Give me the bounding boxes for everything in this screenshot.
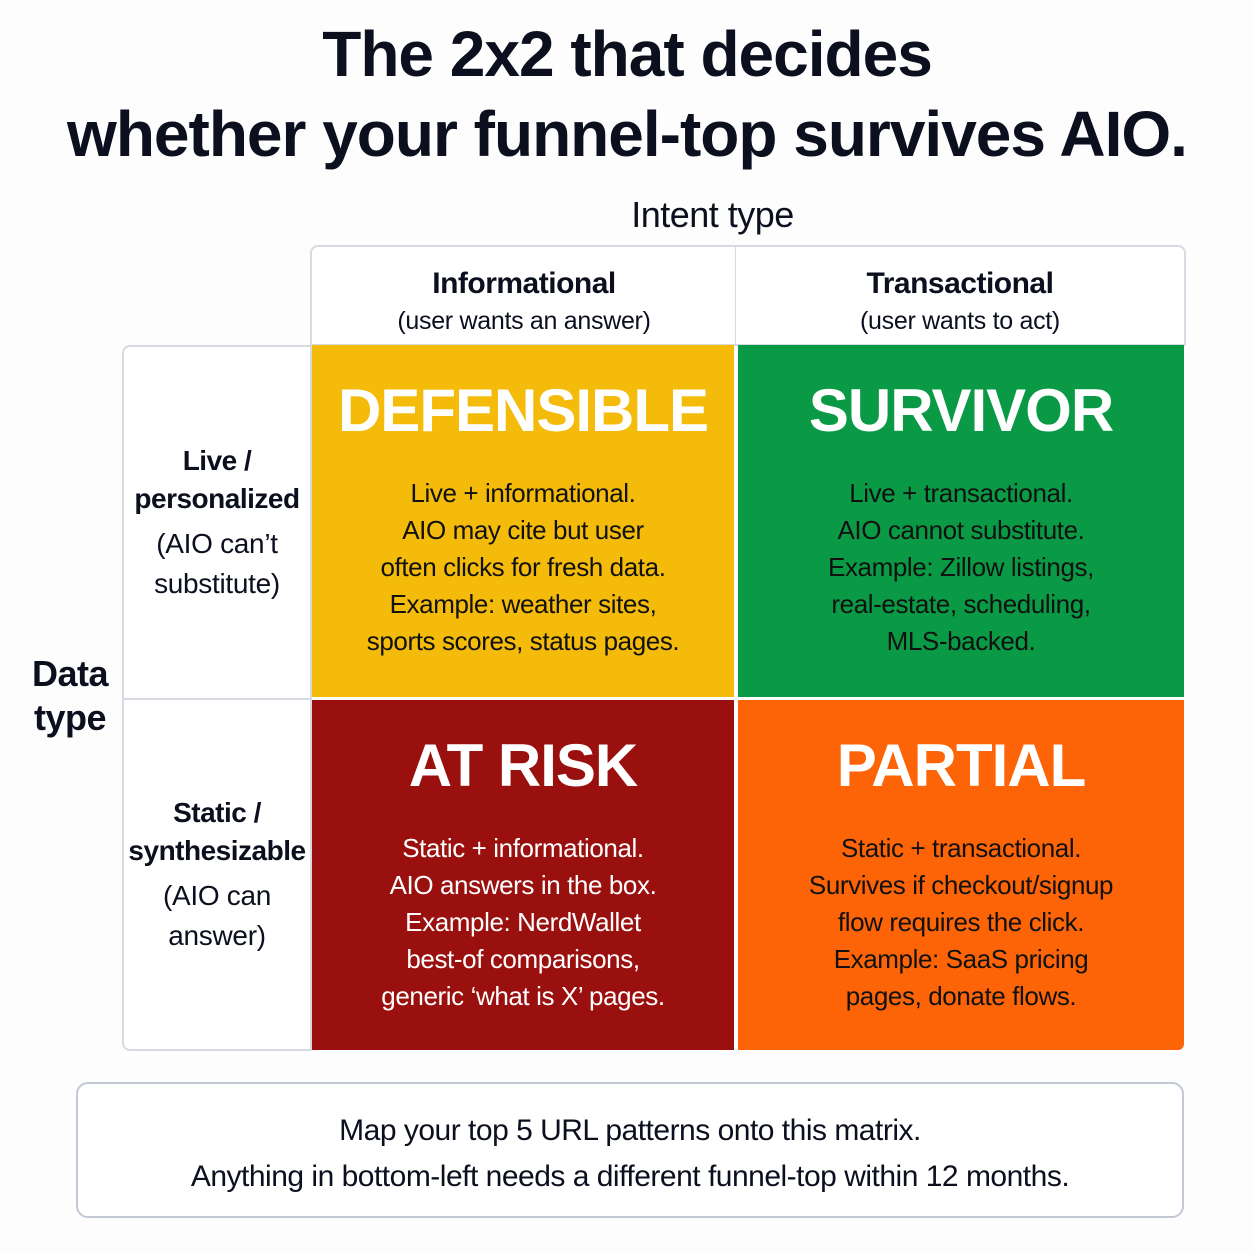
y-axis-label-line: Data — [31, 653, 109, 694]
x-axis-label: Intent type — [631, 194, 794, 235]
row-title: personalized — [134, 482, 300, 514]
footer-line: Map your top 5 URL patterns onto this ma… — [339, 1114, 921, 1147]
column-subtitle: (user wants to act) — [860, 307, 1060, 335]
quadrant-title: SURVIVOR — [808, 377, 1114, 444]
row-title: synthesizable — [128, 834, 306, 866]
quadrant-body: Live + transactional.AIO cannot substitu… — [828, 478, 1094, 656]
footer-callout: Map your top 5 URL patterns onto this ma… — [76, 1082, 1184, 1218]
quadrant-title: AT RISK — [408, 732, 639, 799]
quadrant-at-risk: AT RISK Static + informational.AIO answe… — [312, 700, 734, 1050]
quadrant-title: DEFENSIBLE — [337, 377, 709, 444]
column-header-transactional: Transactional (user wants to act) — [735, 245, 1186, 346]
quadrant-body: Static + informational.AIO answers in th… — [381, 833, 665, 1011]
quadrant-title: PARTIAL — [836, 732, 1087, 799]
column-title: Transactional — [866, 267, 1054, 300]
row-title: Live / — [182, 444, 252, 476]
row-title: Static / — [173, 796, 261, 828]
y-axis-label-line: type — [33, 697, 107, 738]
column-title: Informational — [432, 267, 616, 300]
quadrant-body: Live + informational.AIO may cite but us… — [366, 478, 680, 656]
title-line-2: whether your funnel-top survives AIO. — [67, 98, 1188, 170]
column-subtitle: (user wants an answer) — [397, 307, 651, 335]
title-line-1: The 2x2 that decides — [322, 18, 933, 90]
column-header-informational: Informational (user wants an answer) — [310, 245, 737, 346]
quadrant-survivor: SURVIVOR Live + transactional.AIO cannot… — [738, 345, 1184, 697]
footer-line: Anything in bottom-left needs a differen… — [190, 1160, 1070, 1193]
y-axis-label: Data type — [20, 652, 120, 740]
quadrant-body: Static + transactional.Survives if check… — [808, 833, 1114, 1011]
quadrant-partial: PARTIAL Static + transactional.Survives … — [738, 700, 1184, 1050]
quadrant-defensible: DEFENSIBLE Live + informational.AIO may … — [312, 345, 734, 697]
